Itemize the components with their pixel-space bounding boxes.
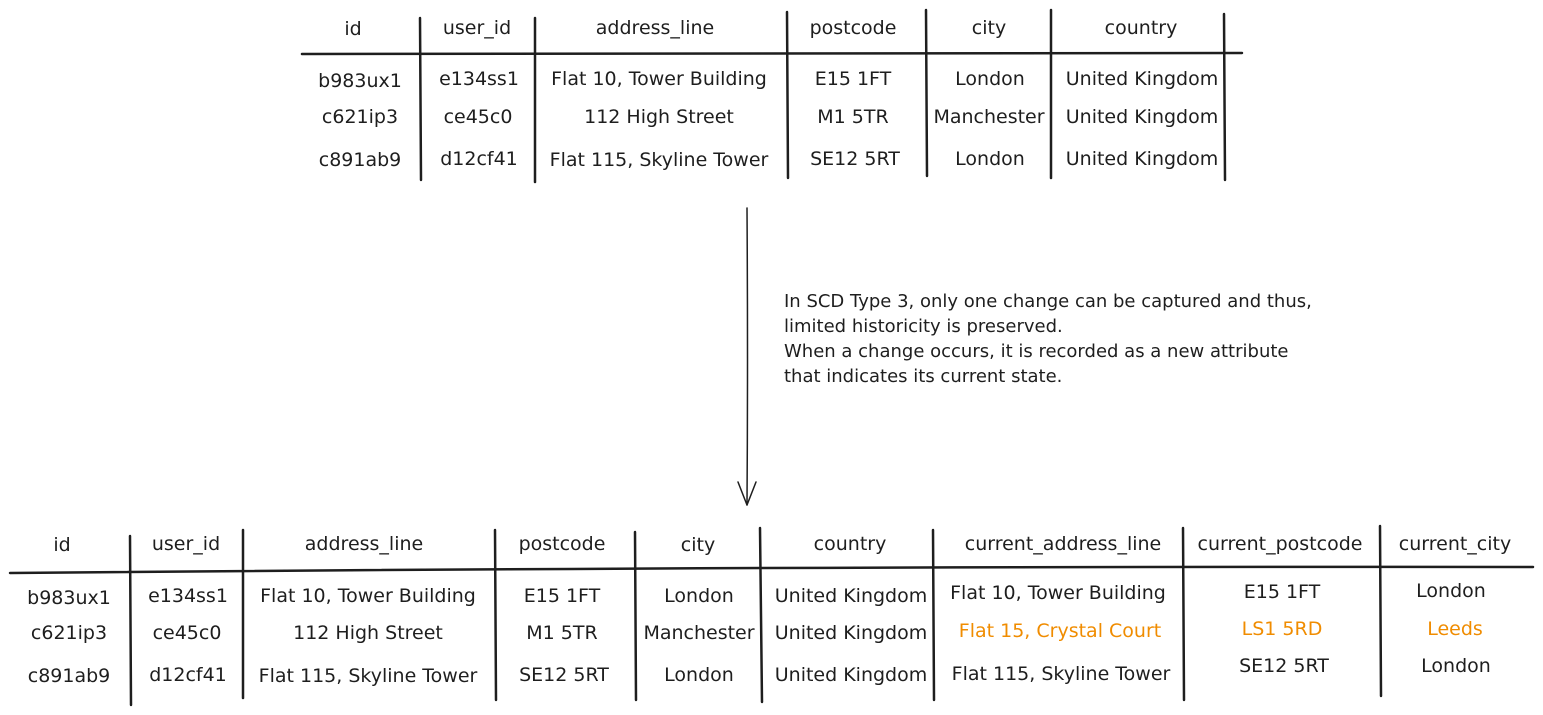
- table-cell: Flat 10, Tower Building: [950, 582, 1166, 604]
- table-cell: b983ux1: [318, 70, 402, 92]
- table-cell: b983ux1: [27, 587, 111, 609]
- column-header: address_line: [304, 533, 424, 555]
- column-header: current_postcode: [1197, 533, 1363, 555]
- bottom-table-separator: [758, 526, 764, 704]
- table-cell: United Kingdom: [774, 664, 928, 686]
- table-cell: Flat 115, Skyline Tower: [951, 663, 1171, 685]
- table-cell: United Kingdom: [1065, 106, 1219, 128]
- bottom-table-header-rule: [8, 565, 1535, 575]
- table-cell: Flat 115, Skyline Tower: [258, 665, 478, 687]
- column-header: country: [1104, 17, 1178, 39]
- table-cell: M1 5TR: [817, 106, 889, 128]
- note-line: limited historicity is preserved.: [784, 316, 1063, 337]
- column-header: user_id: [442, 17, 512, 39]
- column-header: city: [971, 17, 1007, 39]
- table-cell: London: [955, 148, 1025, 170]
- table-cell: London: [664, 664, 734, 686]
- table-cell: M1 5TR: [526, 622, 598, 644]
- table-cell: London: [1416, 580, 1486, 602]
- table-cell: ce45c0: [443, 106, 513, 128]
- table-cell: E15 1FT: [523, 585, 601, 607]
- column-header: id: [344, 18, 362, 40]
- note-line: that indicates its current state.: [784, 366, 1063, 387]
- table-cell: Flat 115, Skyline Tower: [549, 149, 769, 171]
- column-header: country: [813, 533, 887, 555]
- table-cell: c891ab9: [27, 665, 111, 687]
- table-cell: SE12 5RT: [810, 148, 900, 170]
- note-line: In SCD Type 3, only one change can be ca…: [784, 291, 1312, 312]
- table-cell: Flat 10, Tower Building: [260, 585, 476, 607]
- table-cell: 112 High Street: [584, 106, 734, 128]
- bottom-table-separator: [633, 530, 638, 702]
- table-cell: SE12 5RT: [519, 664, 609, 686]
- column-header: current_address_line: [964, 533, 1162, 555]
- table-cell: SE12 5RT: [1239, 655, 1329, 677]
- table-cell: c621ip3: [321, 106, 399, 128]
- transition-arrow-head: [737, 481, 757, 506]
- table-cell: London: [664, 585, 734, 607]
- top-table-header-rule: [300, 51, 1244, 56]
- top-table-separator: [1222, 12, 1227, 182]
- transition-arrow-shaft: [746, 207, 749, 506]
- table-cell: e134ss1: [148, 585, 228, 607]
- column-header: postcode: [809, 17, 897, 39]
- column-header: user_id: [151, 533, 221, 555]
- table-cell: ce45c0: [152, 622, 222, 644]
- table-cell: Manchester: [643, 622, 755, 644]
- bottom-table-separator: [1378, 524, 1383, 698]
- table-cell: London: [955, 68, 1025, 90]
- table-cell: United Kingdom: [774, 585, 928, 607]
- table-cell: Flat 10, Tower Building: [551, 68, 767, 90]
- table-cell: United Kingdom: [1065, 148, 1219, 170]
- changed-cell: LS1 5RD: [1241, 618, 1323, 640]
- note-line: When a change occurs, it is recorded as …: [784, 341, 1289, 362]
- table-cell: e134ss1: [439, 68, 519, 90]
- table-cell: d12cf41: [149, 664, 227, 686]
- column-header: current_city: [1398, 533, 1512, 555]
- scd-type-3-note: In SCD Type 3, only one change can be ca…: [784, 289, 1384, 389]
- table-cell: London: [1421, 655, 1491, 677]
- column-header: id: [53, 534, 71, 556]
- table-cell: Manchester: [933, 106, 1045, 128]
- changed-cell: Leeds: [1427, 618, 1483, 640]
- table-cell: E15 1FT: [814, 68, 892, 90]
- changed-cell: Flat 15, Crystal Court: [958, 620, 1162, 642]
- table-cell: United Kingdom: [774, 622, 928, 644]
- top-table-separator: [924, 8, 929, 178]
- top-table-separator: [785, 10, 790, 180]
- table-cell: 112 High Street: [293, 622, 443, 644]
- table-cell: United Kingdom: [1065, 68, 1219, 90]
- bottom-table-separator: [128, 534, 133, 707]
- column-header: address_line: [595, 17, 715, 39]
- table-cell: c891ab9: [318, 149, 402, 171]
- table-cell: c621ip3: [30, 622, 108, 644]
- bottom-table-separator: [493, 528, 498, 702]
- column-header: postcode: [518, 533, 606, 555]
- table-cell: E15 1FT: [1243, 581, 1321, 603]
- table-cell: d12cf41: [440, 148, 518, 170]
- column-header: city: [680, 534, 716, 556]
- top-table-separator: [418, 16, 423, 182]
- bottom-table-separator: [931, 528, 936, 702]
- bottom-table-separator: [1181, 526, 1186, 702]
